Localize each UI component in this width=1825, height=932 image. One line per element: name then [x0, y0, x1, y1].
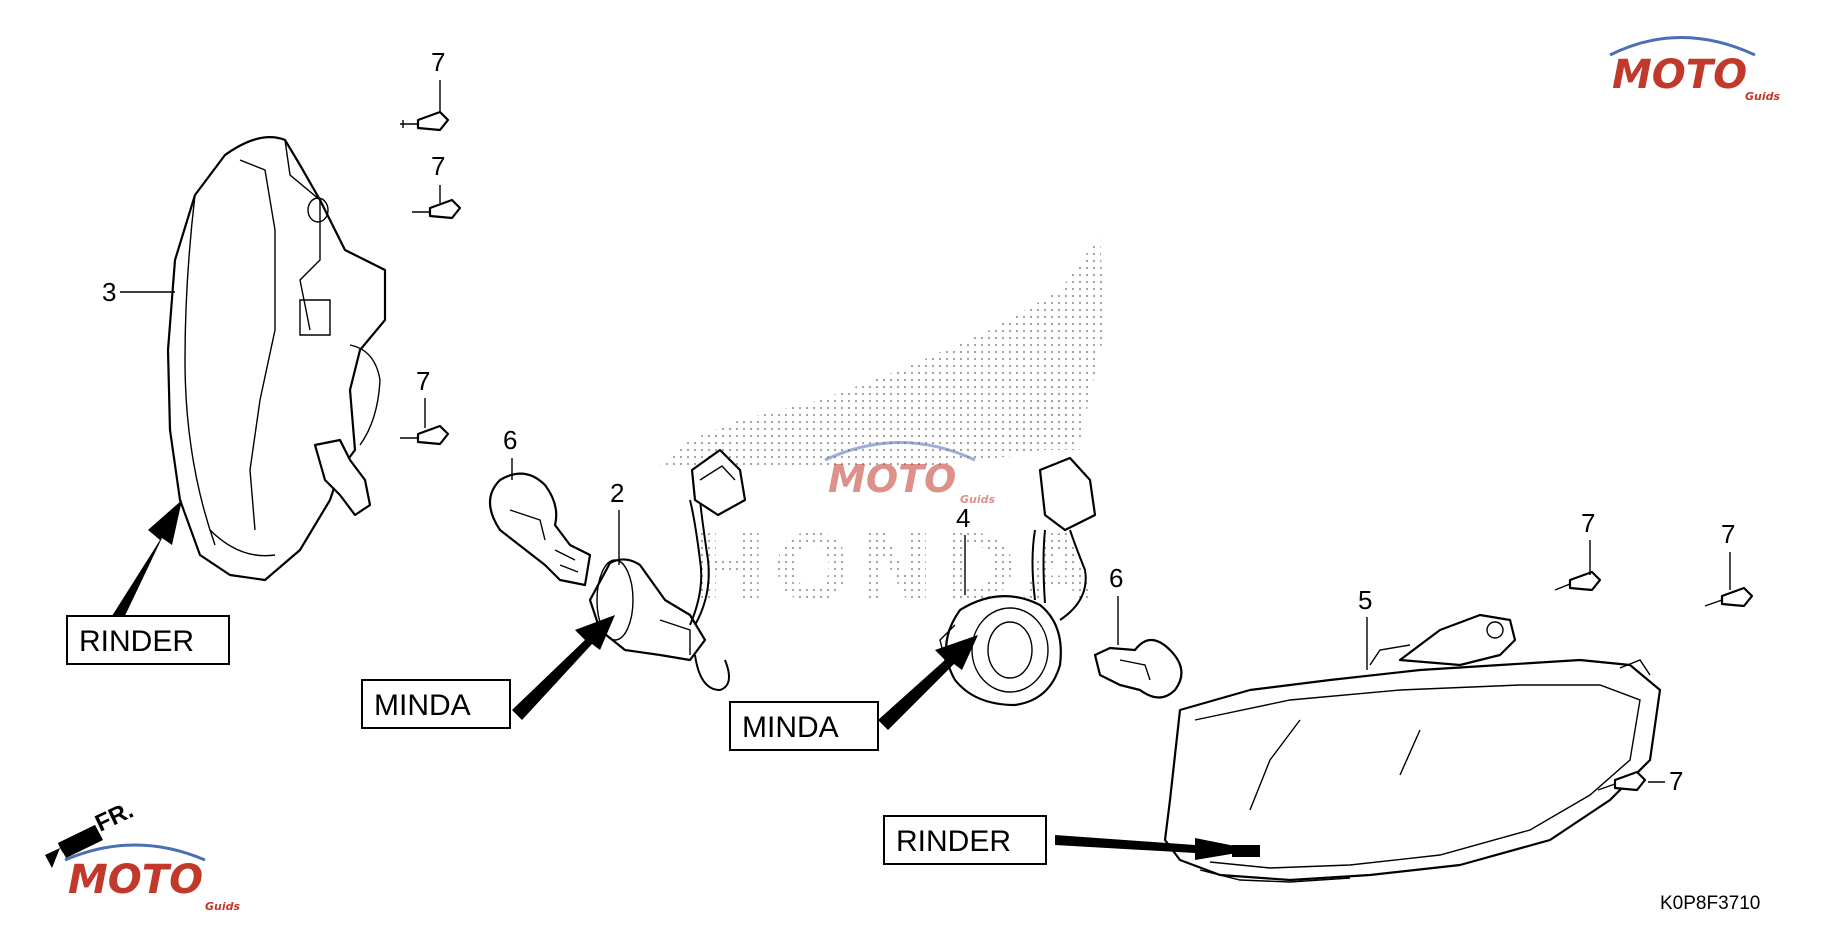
callout-3: 3	[102, 277, 116, 307]
moto-watermark-bottom-left: MOTO Guids	[64, 843, 241, 913]
svg-text:RINDER: RINDER	[896, 825, 1011, 858]
callout-7-right-1: 7	[1581, 508, 1595, 538]
drawing-code: K0P8F3710	[1660, 893, 1760, 914]
front-direction-arrow: FR.	[45, 797, 138, 868]
svg-text:MINDA: MINDA	[742, 711, 839, 744]
part-6-left-bulb	[488, 472, 592, 587]
svg-text:MOTO: MOTO	[828, 457, 956, 501]
pointer-arrow-minda-center	[878, 635, 978, 730]
svg-text:RINDER: RINDER	[79, 625, 194, 658]
part-2-left-socket	[588, 448, 747, 692]
part-4-center-socket	[939, 456, 1097, 707]
brand-label-rinder-right: RINDER	[883, 815, 1047, 865]
screw-7-middle	[400, 424, 450, 446]
callout-7-top-1: 7	[431, 47, 445, 77]
part-3-left-winker-assembly	[166, 136, 387, 582]
svg-text:MOTO: MOTO	[68, 857, 203, 903]
callout-5: 5	[1358, 585, 1372, 615]
screw-7-top-2	[412, 198, 462, 220]
moto-watermark-center: MOTO Guids	[824, 441, 996, 506]
pointer-arrow-rinder-right	[1055, 835, 1260, 860]
callout-6-left: 6	[503, 425, 517, 455]
screw-7-right-2	[1704, 586, 1754, 608]
brand-label-minda-center: MINDA	[729, 701, 879, 751]
brand-label-rinder-left: RINDER	[66, 615, 230, 665]
callout-7-middle: 7	[416, 366, 430, 396]
moto-watermark-top-right: MOTO Guids	[1609, 36, 1781, 103]
screw-7-top-1	[400, 110, 450, 132]
leader-lines	[120, 80, 1731, 783]
svg-text:MINDA: MINDA	[374, 689, 471, 722]
svg-text:Guids: Guids	[1745, 90, 1781, 103]
pointer-arrow-rinder-left	[112, 500, 182, 622]
callout-6-center: 6	[1109, 563, 1123, 593]
callout-7-right-3: 7	[1669, 766, 1683, 796]
pointer-arrow-minda-left	[512, 615, 615, 720]
part-6-center-bulb	[1093, 638, 1183, 699]
callout-7-right-2: 7	[1721, 519, 1735, 549]
svg-text:MOTO: MOTO	[1612, 52, 1747, 98]
screw-7-right-3	[1597, 770, 1647, 792]
part-5-right-headlight	[1163, 613, 1662, 883]
brand-label-minda-left: MINDA	[361, 679, 511, 729]
callout-7-top-2: 7	[431, 151, 445, 181]
svg-text:Guids: Guids	[960, 493, 996, 506]
svg-text:Guids: Guids	[205, 900, 241, 913]
screw-7-right-1	[1554, 570, 1602, 592]
honda-wing-background: HONDA	[660, 235, 1105, 622]
callout-2: 2	[610, 478, 624, 508]
callout-4: 4	[956, 503, 970, 533]
